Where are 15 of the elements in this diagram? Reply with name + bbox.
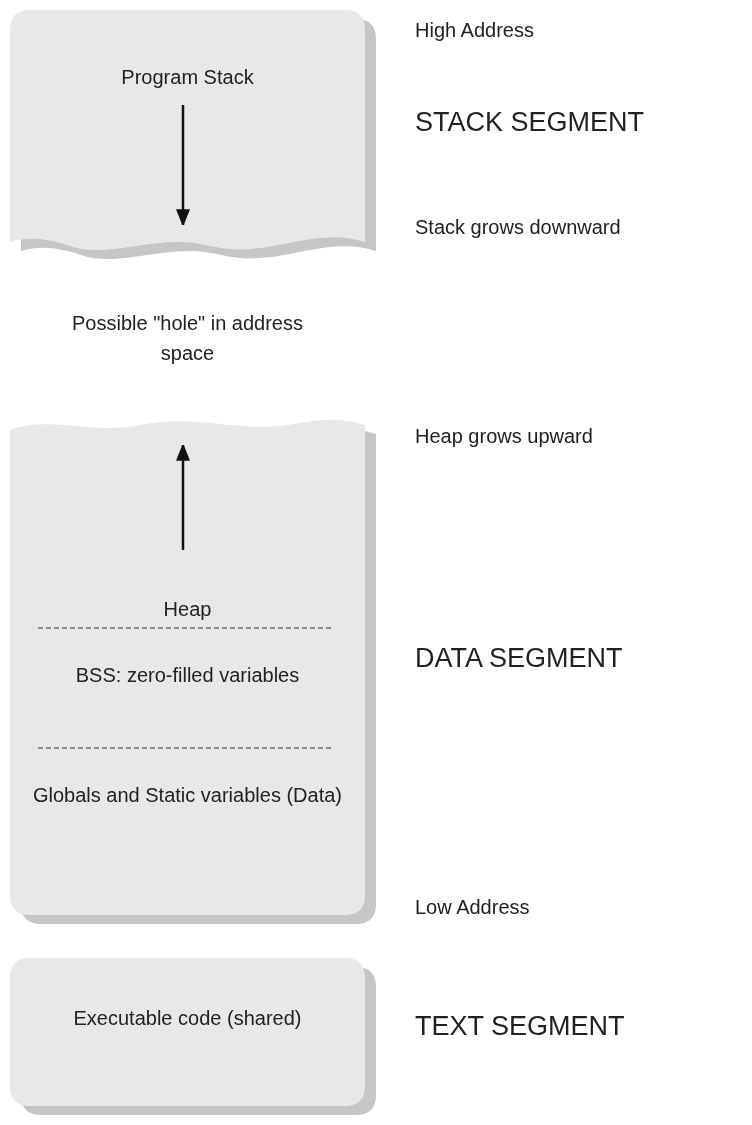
annotation-text: Possible "hole" in address space bbox=[71, 311, 304, 366]
segment-text: Globals and Static variables (Data) bbox=[31, 783, 343, 808]
segment-title: STACK SEGMENT bbox=[415, 108, 645, 136]
segment-title: DATA SEGMENT bbox=[415, 644, 623, 672]
segment-text: Heap bbox=[162, 597, 213, 622]
segment-title: TEXT SEGMENT bbox=[415, 1012, 625, 1040]
annotation-text: Heap grows upward bbox=[415, 424, 593, 449]
annotation-text: Low Address bbox=[415, 895, 530, 920]
segment-text: BSS: zero-filled variables bbox=[74, 663, 301, 688]
annotation-text: High Address bbox=[415, 18, 534, 43]
text-segment-block bbox=[10, 958, 378, 1118]
annotation-text: Stack grows downward bbox=[415, 215, 621, 240]
segment-text: Program Stack bbox=[120, 65, 255, 90]
stack-segment-block bbox=[10, 10, 378, 262]
segment-text: Executable code (shared) bbox=[72, 1006, 303, 1031]
